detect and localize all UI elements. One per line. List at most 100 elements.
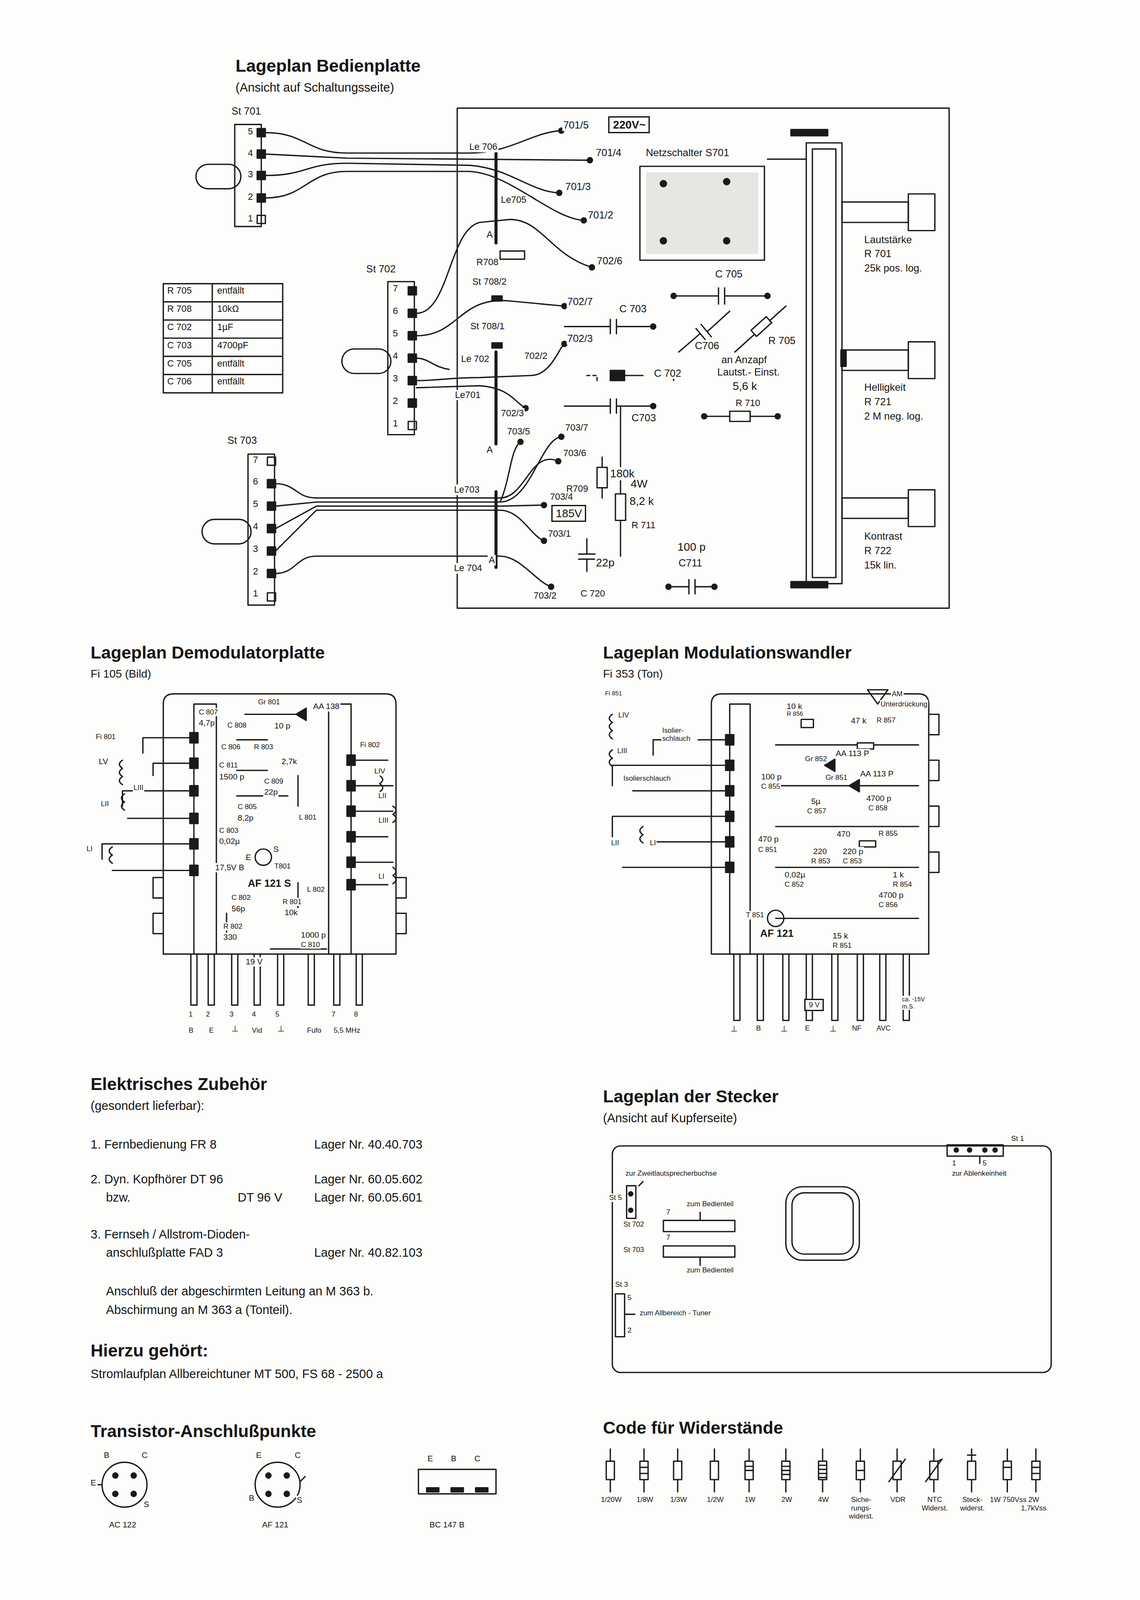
operating-board-part [265, 130, 562, 154]
part-label: 22p [263, 787, 279, 798]
part-label: LIII [132, 783, 145, 792]
part-label: C 851 [757, 845, 778, 854]
operating-board-part [499, 251, 525, 260]
operating-board-part [791, 129, 829, 136]
part-label: Le701 [454, 390, 482, 401]
demodulator-board-part [189, 732, 198, 744]
part-label: entfällt [216, 285, 246, 297]
operating-board-part [416, 219, 593, 314]
part-label: C [140, 1451, 149, 1461]
demodulator-board-part [109, 760, 125, 864]
part-label: R 711 [630, 520, 657, 531]
resistor-code-part [1003, 1461, 1012, 1480]
part-label: C 702 [653, 367, 683, 380]
operating-board-part [767, 158, 806, 161]
part-label: 701/5 [562, 119, 590, 132]
resistor-code-part [610, 1449, 1037, 1493]
part-label: C 705 [714, 268, 744, 281]
modulation-converter-board-part [725, 811, 734, 822]
part-label: 8 [353, 1010, 359, 1019]
section-heading: Lageplan Demodulatorplatte [89, 643, 326, 663]
section-heading: Lageplan Modulationswandler [602, 643, 853, 663]
operating-board-part [494, 153, 498, 244]
voltage-value: 9 V [808, 1001, 820, 1010]
part-label: C706 [693, 339, 720, 352]
transistor-pinouts-part [284, 1491, 290, 1497]
part-label: St 702 [365, 263, 397, 276]
part-label: C 858 [867, 804, 889, 813]
modulation-converter-board [609, 690, 940, 1021]
part-label: 2 [247, 191, 254, 203]
part-label: 470 [835, 829, 851, 840]
part-label: Lautst.- Einst. [716, 366, 781, 379]
transistor-pinouts-part [426, 1488, 439, 1493]
demodulator-board-part [255, 849, 272, 866]
part-label: St 5 [608, 1193, 623, 1202]
part-label: 2W [767, 1496, 806, 1505]
part-label: 25k pos. log. [863, 262, 923, 275]
part-label: LIV [617, 711, 630, 720]
part-label: B [103, 1451, 111, 1461]
operating-board-part [842, 350, 909, 371]
part-label: an Anzapf [720, 353, 768, 366]
part-label: 3 [391, 373, 399, 385]
part-label: AA 138 [312, 701, 341, 712]
resistor-code-part [640, 1461, 649, 1480]
part-label: Helligkeit [863, 381, 907, 394]
part-label: 5µ [810, 797, 822, 807]
part-label: 7 [391, 283, 399, 295]
part-label: 5 [252, 499, 259, 510]
part-label: ca. -15V m.S. [901, 996, 930, 1011]
part-label: Le 702 [460, 353, 490, 365]
part-label: AC 122 [108, 1520, 138, 1531]
part-label: E [255, 1451, 263, 1461]
transistor-pinouts-part [265, 1491, 271, 1497]
transistor-pinouts-part [112, 1473, 118, 1479]
part-label: 17,5V B [214, 863, 245, 873]
part-label: 56p [230, 904, 246, 914]
part-label: AA 113 P [834, 749, 871, 759]
plug-layout-board-part [954, 1148, 959, 1153]
part-label: 3 [252, 544, 259, 555]
part-label: Le705 [499, 194, 528, 206]
part-label: 1/2W [696, 1496, 735, 1505]
part-label: R 856 [786, 710, 804, 718]
part-label: 2,7k [280, 757, 298, 767]
plug-layout-board-part [628, 1208, 633, 1213]
part-label: 4700pF [216, 340, 250, 351]
demodulator-board-part [347, 806, 356, 817]
operating-board-part [342, 349, 391, 374]
part-label: 5,5 MHz [332, 1026, 362, 1035]
part-label: 7 [665, 1233, 672, 1242]
modulation-converter-board-part [612, 740, 726, 868]
part-label: 4700 p [865, 794, 893, 804]
part-label: AF 121 [261, 1520, 290, 1531]
part-label: Abschirmung an M 363 a (Tonteil). [105, 1303, 294, 1318]
part-label: entfällt [216, 376, 246, 388]
section-heading: AF 121 [759, 927, 795, 940]
operating-board-part [555, 458, 561, 464]
part-label: zum Bedienteil [685, 1200, 735, 1209]
part-label: (Ansicht auf Kupferseite) [602, 1111, 739, 1126]
operating-board-part [908, 342, 936, 380]
part-label: 2 [252, 566, 259, 578]
part-label: C 806 [220, 743, 242, 752]
part-label: 2 [204, 1010, 211, 1019]
part-label: LI [377, 872, 386, 881]
part-label: S [272, 845, 280, 855]
modulation-converter-board-part [857, 743, 874, 750]
part-label: 220 p [842, 847, 865, 857]
part-label: St 702 [622, 1220, 646, 1229]
operating-board-part [601, 457, 603, 498]
part-label: 4W [804, 1496, 843, 1505]
part-label: Kontrast [863, 530, 904, 543]
modulation-converter-board-part [775, 745, 919, 919]
part-label: 4,7p [198, 718, 216, 728]
operating-board-part [660, 180, 667, 187]
part-label: R 854 [892, 880, 913, 889]
part-label: S [143, 1500, 151, 1510]
operating-board-part [764, 293, 770, 299]
operating-board-part [267, 547, 276, 556]
voltage-value: 185V [555, 507, 582, 520]
